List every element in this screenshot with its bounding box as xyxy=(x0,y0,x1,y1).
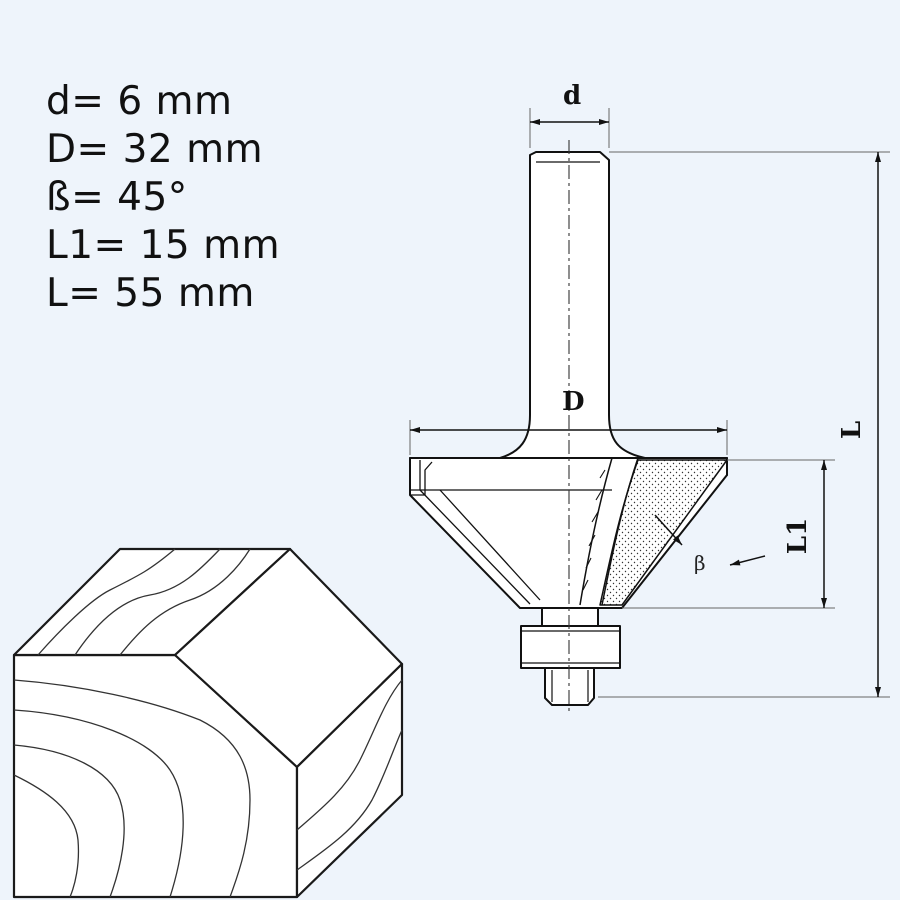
dimension-lines xyxy=(409,108,890,698)
angle-indicator xyxy=(654,514,766,566)
router-bit xyxy=(409,140,728,715)
wood-block-illustration xyxy=(12,547,404,899)
dim-label-D: D xyxy=(562,387,585,417)
angle-label: β xyxy=(694,551,706,575)
dim-label-L1: L1 xyxy=(783,518,813,554)
bearing xyxy=(520,625,621,669)
spec-cutter-diameter: D= 32 mm xyxy=(46,127,264,172)
dim-label-L: L xyxy=(837,421,867,439)
spec-overall-length: L= 55 mm xyxy=(46,271,255,316)
bit-neck xyxy=(541,607,599,627)
spec-shank-diameter: d= 6 mm xyxy=(46,79,233,124)
wood-side-face xyxy=(295,662,404,899)
spec-cutting-length: L1= 15 mm xyxy=(46,223,281,268)
wood-grain xyxy=(13,548,403,898)
bit-shank xyxy=(499,151,646,459)
dim-label-d: d xyxy=(563,81,581,111)
spec-list: d= 6 mm D= 32 mm ß= 45° L1= 15 mm L= 55 … xyxy=(46,78,280,318)
spec-angle: ß= 45° xyxy=(46,175,188,220)
bearing-screw xyxy=(544,667,595,706)
